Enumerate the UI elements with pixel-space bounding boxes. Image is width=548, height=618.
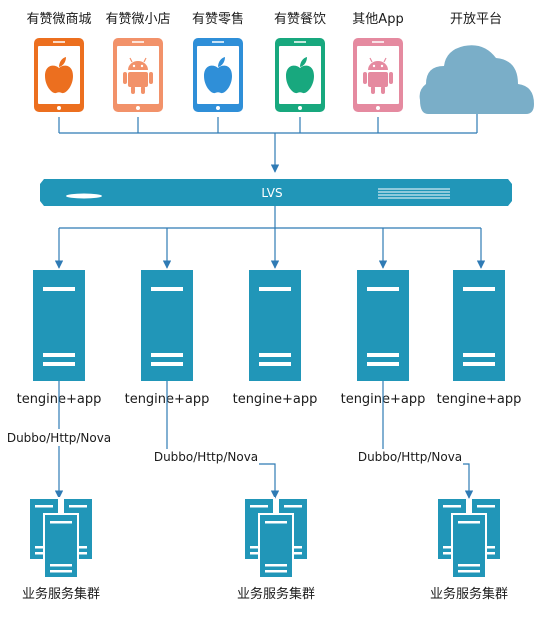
protocol-label: Dubbo/Http/Nova: [154, 450, 258, 464]
apple-logo-icon: [286, 57, 314, 94]
client-phone-icon: [353, 38, 403, 112]
server-icon: [453, 270, 505, 381]
client-label-weishangcheng: 有赞微商城: [26, 12, 91, 27]
open-platform-cloud-icon: [419, 45, 534, 115]
client-label-weixiaodian: 有赞微小店: [105, 12, 170, 27]
android-logo-icon: [363, 57, 393, 94]
server-icon: [141, 270, 193, 381]
protocol-label: Dubbo/Http/Nova: [7, 431, 111, 445]
lvs-load-balancer: [40, 179, 512, 206]
apple-logo-icon: [204, 57, 232, 94]
service-cluster-icon: [243, 497, 309, 579]
client-phone-icon: [275, 38, 325, 112]
cluster-label: 业务服务集群: [237, 586, 315, 602]
client-label-other-app: 其他App: [352, 12, 403, 27]
lvs-label: LVS: [261, 186, 282, 200]
apple-logo-icon: [45, 57, 73, 94]
client-phone-icon: [34, 38, 84, 112]
lvs-connectors: [54, 206, 486, 269]
server-label: tengine+app: [233, 392, 318, 407]
protocol-label: Dubbo/Http/Nova: [358, 450, 462, 464]
cluster-label: 业务服务集群: [22, 586, 100, 602]
client-label-canyin: 有赞餐饮: [274, 11, 326, 27]
server-icon: [357, 270, 409, 381]
client-label-lingshou: 有赞零售: [192, 11, 244, 27]
android-logo-icon: [123, 57, 153, 94]
cluster-label: 业务服务集群: [430, 586, 508, 602]
client-phone-icon: [113, 38, 163, 112]
server-label: tengine+app: [437, 392, 522, 407]
cloud-label: 开放平台: [450, 12, 502, 27]
client-phone-icon: [193, 38, 243, 112]
service-cluster-icon: [436, 497, 502, 579]
server-icon: [249, 270, 301, 381]
service-cluster-icon: [28, 497, 94, 579]
client-connectors: [58, 114, 478, 173]
server-icon: [33, 270, 85, 381]
